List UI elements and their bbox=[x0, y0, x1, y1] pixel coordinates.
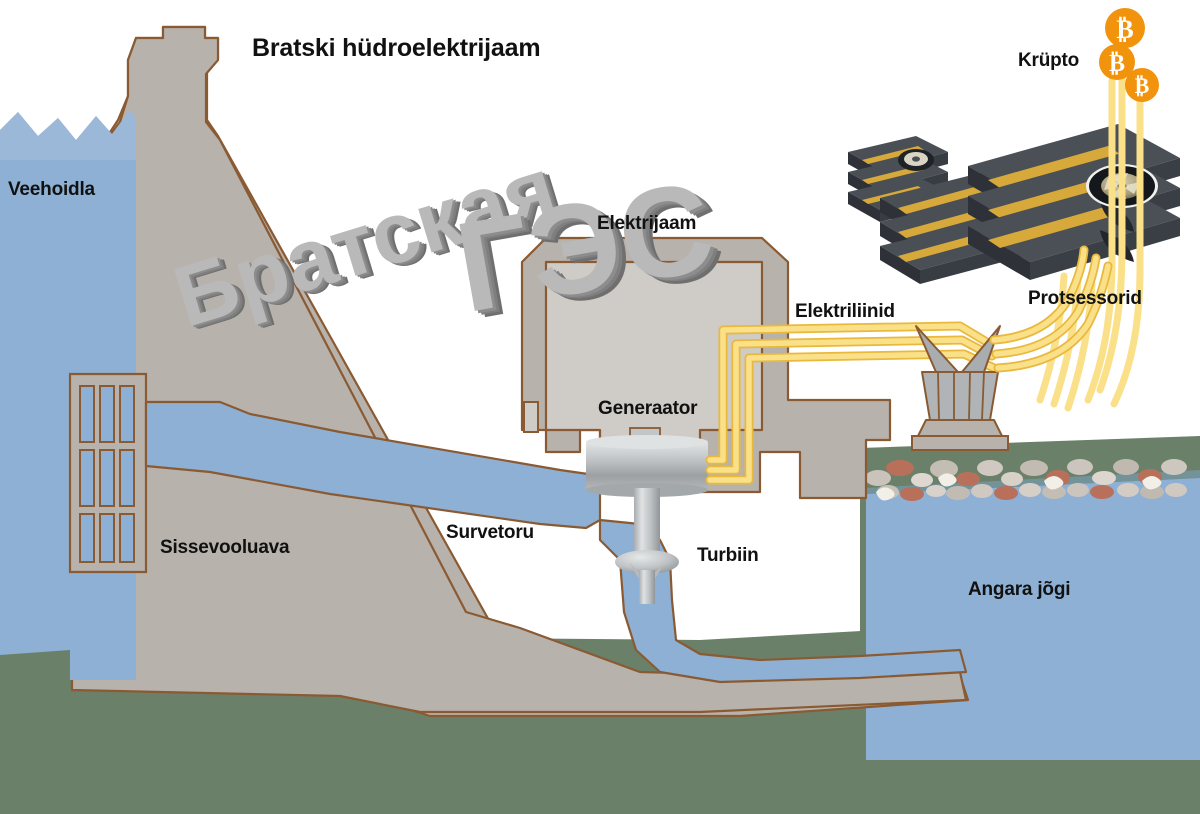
label-generator: Generaator bbox=[598, 398, 698, 419]
transmission-pylon-icon bbox=[911, 325, 1009, 451]
label-power-lines: Elektriliinid bbox=[795, 301, 895, 322]
generator-assembly bbox=[586, 427, 708, 604]
river-edge-shade bbox=[866, 470, 1200, 494]
label-powerhouse: Elektrijaam bbox=[597, 213, 697, 234]
ground-left-front bbox=[0, 650, 70, 814]
bitcoin-coin-icon: ₿ bbox=[1105, 8, 1145, 48]
label-penstock: Survetoru bbox=[446, 522, 534, 543]
label-turbine: Turbiin bbox=[697, 545, 759, 566]
mountain-range-front bbox=[0, 110, 136, 160]
page-title: Bratski hüdroelektrijaam bbox=[252, 34, 541, 62]
svg-text:₿: ₿ bbox=[1109, 51, 1125, 77]
svg-text:₿: ₿ bbox=[1116, 15, 1133, 44]
river-water bbox=[866, 478, 1200, 760]
bitcoin-coin-icon: ₿ bbox=[1099, 44, 1135, 80]
riverbank-pebbles bbox=[865, 459, 1187, 501]
bitcoin-coin-icon: ₿ bbox=[1125, 68, 1159, 102]
power-lines-to-processors bbox=[989, 245, 1113, 373]
label-crypto: Krüpto bbox=[1018, 50, 1080, 71]
processor-stack-large bbox=[968, 124, 1180, 280]
penstock-channel bbox=[144, 400, 602, 530]
intake-gate-structure bbox=[68, 372, 148, 574]
turbine-runner bbox=[615, 550, 679, 574]
gpu-fan-icon bbox=[898, 149, 934, 171]
crypto-output-cables bbox=[1084, 46, 1144, 408]
label-reservoir: Veehoidla bbox=[8, 179, 95, 200]
label-river: Angara jõgi bbox=[968, 579, 1071, 600]
svg-text:₿: ₿ bbox=[1135, 73, 1150, 98]
powerhouse-building bbox=[520, 236, 892, 500]
label-intake: Sissevooluava bbox=[160, 537, 290, 558]
label-processors: Protsessorid bbox=[1028, 288, 1142, 309]
generator-drum bbox=[586, 442, 708, 490]
turbine-shaft-lower bbox=[639, 570, 655, 604]
